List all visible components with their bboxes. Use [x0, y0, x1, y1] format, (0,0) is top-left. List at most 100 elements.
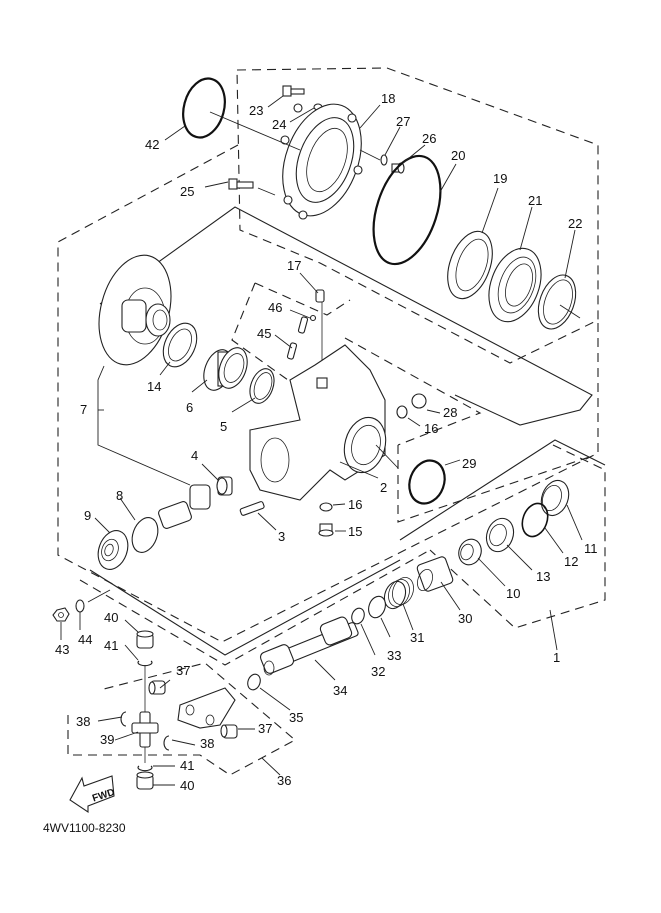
part-14-thrust-bearing — [162, 322, 198, 368]
callout-46[interactable]: 46 — [268, 300, 282, 315]
part-13-oil-seal — [485, 517, 515, 553]
part-34-drive-shaft — [259, 616, 359, 676]
part-2-differential-housing — [249, 344, 387, 501]
part-18-bearing-housing-cover — [280, 103, 363, 220]
fwd-arrow-icon: FWD — [69, 775, 116, 814]
callout-43[interactable]: 43 — [55, 642, 69, 657]
dashed-boundary-pin-group — [231, 282, 351, 386]
callout-34[interactable]: 34 — [333, 683, 347, 698]
part-39-universal-joint-spider — [131, 711, 159, 748]
dashed-boundary-part-1-group — [429, 444, 606, 629]
callout-4[interactable]: 4 — [191, 448, 198, 463]
part-3-stud — [239, 501, 265, 516]
callout-27[interactable]: 27 — [396, 114, 410, 129]
callout-8[interactable]: 8 — [116, 488, 123, 503]
dashed-boundary-shaft — [79, 549, 431, 666]
callout-37-upper[interactable]: 37 — [176, 663, 190, 678]
part-28-plug — [411, 393, 427, 409]
callout-38-left[interactable]: 38 — [76, 714, 90, 729]
part-7-ring-gear — [98, 254, 172, 366]
callout-6[interactable]: 6 — [186, 400, 193, 415]
callout-22[interactable]: 22 — [568, 216, 582, 231]
callout-5[interactable]: 5 — [220, 419, 227, 434]
callout-13[interactable]: 13 — [536, 569, 550, 584]
leader-lines — [60, 95, 583, 786]
callout-24[interactable]: 24 — [272, 117, 286, 132]
callout-3[interactable]: 3 — [278, 529, 285, 544]
part-8-o-ring — [131, 517, 159, 553]
part-43-nut — [52, 607, 70, 622]
callout-38-right[interactable]: 38 — [200, 736, 214, 751]
callout-9[interactable]: 9 — [84, 508, 91, 523]
parts: FWD — [52, 77, 577, 814]
callout-44[interactable]: 44 — [78, 632, 92, 647]
part-27-washer — [380, 154, 388, 166]
callout-28[interactable]: 28 — [443, 405, 457, 420]
part-10-bearing — [458, 538, 482, 566]
callout-32[interactable]: 32 — [371, 664, 385, 679]
part-42-o-ring — [182, 77, 226, 139]
callout-25[interactable]: 25 — [180, 184, 194, 199]
part-37-bearing-cap-upper — [148, 680, 166, 695]
part-41-circlip-lower — [137, 765, 153, 772]
callout-37-lower[interactable]: 37 — [258, 721, 272, 736]
callout-20[interactable]: 20 — [451, 148, 465, 163]
part-31-spring — [383, 577, 414, 610]
callout-40-lower[interactable]: 40 — [180, 778, 194, 793]
callout-35[interactable]: 35 — [289, 710, 303, 725]
part-40-bearing-cap-upper — [136, 630, 154, 649]
callout-17[interactable]: 17 — [287, 258, 301, 273]
callout-41-upper[interactable]: 41 — [104, 638, 118, 653]
part-21-bearing — [488, 247, 542, 323]
part-44-washer — [75, 599, 85, 613]
callout-12[interactable]: 12 — [564, 554, 578, 569]
callout-7[interactable]: 7 — [80, 402, 87, 417]
part-20-o-ring — [372, 154, 442, 266]
callout-14[interactable]: 14 — [147, 379, 161, 394]
part-22-thrust-ring — [537, 274, 577, 330]
part-15-drain-plug — [318, 523, 334, 537]
callout-36[interactable]: 36 — [277, 773, 291, 788]
callout-11[interactable]: 11 — [584, 541, 598, 556]
callout-29[interactable]: 29 — [462, 456, 476, 471]
part-11-ring-nut — [540, 479, 570, 517]
part-41-circlip-upper — [137, 660, 153, 667]
callout-40-upper[interactable]: 40 — [104, 610, 118, 625]
callout-2[interactable]: 2 — [380, 480, 387, 495]
drawing-code: 4WV1100-8230 — [43, 821, 126, 835]
callout-16-lower[interactable]: 16 — [348, 497, 362, 512]
callout-41-lower[interactable]: 41 — [180, 758, 194, 773]
callout-16-upper[interactable]: 16 — [424, 421, 438, 436]
callout-1[interactable]: 1 — [553, 650, 560, 665]
callout-10[interactable]: 10 — [506, 586, 520, 601]
part-30-bearing-sleeve — [416, 556, 454, 592]
callout-23[interactable]: 23 — [249, 103, 263, 118]
callout-15[interactable]: 15 — [348, 524, 362, 539]
callout-45[interactable]: 45 — [257, 326, 271, 341]
callout-33[interactable]: 33 — [387, 648, 401, 663]
solid-boundary-shaft — [89, 559, 401, 656]
callout-39[interactable]: 39 — [100, 732, 114, 747]
part-7-pinion-gear — [158, 484, 211, 529]
part-45-dowel-pins — [286, 316, 309, 360]
callout-26[interactable]: 26 — [422, 131, 436, 146]
part-16-washer-lower — [319, 502, 333, 512]
part-46-clip — [309, 314, 317, 322]
callout-21[interactable]: 21 — [528, 193, 542, 208]
part-9-bearing — [97, 530, 129, 570]
part-4-bearing — [216, 476, 233, 496]
part-29-o-ring — [408, 459, 446, 505]
callout-30[interactable]: 30 — [458, 611, 472, 626]
part-5-oil-seal — [249, 368, 275, 404]
dashed-boundary-cover-group — [236, 67, 599, 364]
part-25-bolt — [228, 178, 254, 190]
dashed-boundary-oring-29 — [397, 445, 596, 523]
callout-19[interactable]: 19 — [493, 171, 507, 186]
callout-31[interactable]: 31 — [410, 630, 424, 645]
callout-labels: 42 23 24 18 27 26 20 19 21 22 25 17 46 4… — [55, 91, 598, 793]
dashed-boundary-main-group — [57, 144, 599, 643]
callout-42[interactable]: 42 — [145, 137, 159, 152]
part-23-bolt — [282, 85, 305, 97]
part-40-bearing-cap-lower — [136, 771, 154, 790]
callout-18[interactable]: 18 — [381, 91, 395, 106]
